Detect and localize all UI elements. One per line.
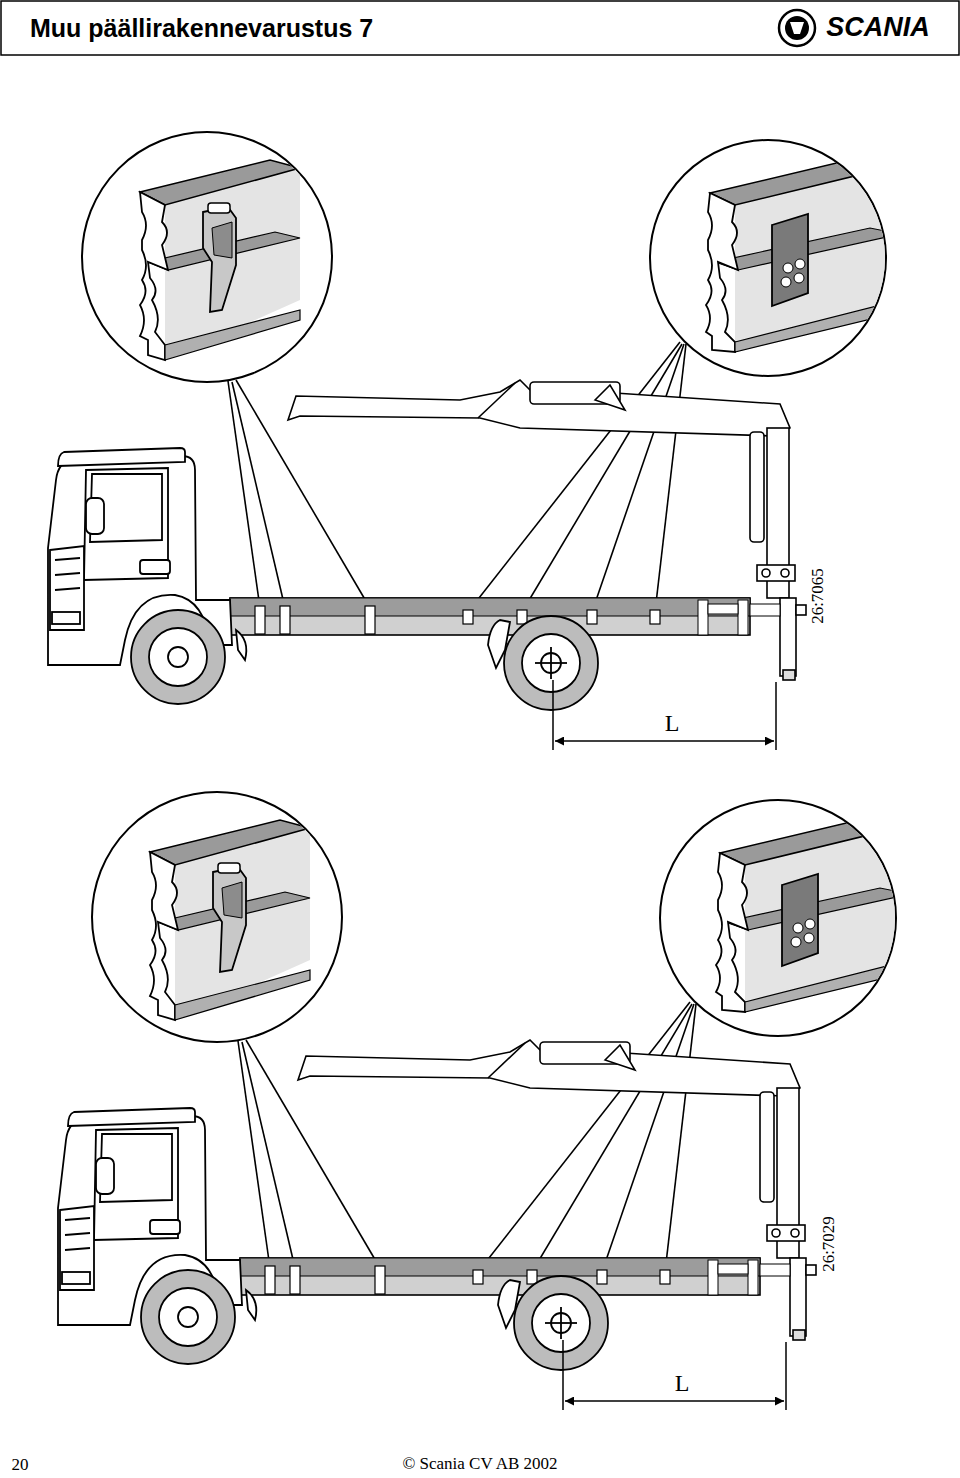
figure-code: 26:7065	[809, 566, 828, 626]
copyright-note: © Scania CV AB 2002	[402, 1455, 557, 1474]
header-frame	[1, 1, 959, 55]
page-number: 20	[12, 1455, 29, 1474]
truck-illustration-bottom	[58, 792, 910, 1410]
dimension-label: L	[662, 710, 683, 736]
dimension-label: L	[672, 1370, 693, 1396]
truck-illustration-top	[48, 132, 900, 750]
page-title: Muu päällirakennevarustus 7	[30, 15, 373, 43]
figure-code: 26:7029	[820, 1214, 839, 1274]
brand-logo: SCANIA	[826, 13, 930, 43]
